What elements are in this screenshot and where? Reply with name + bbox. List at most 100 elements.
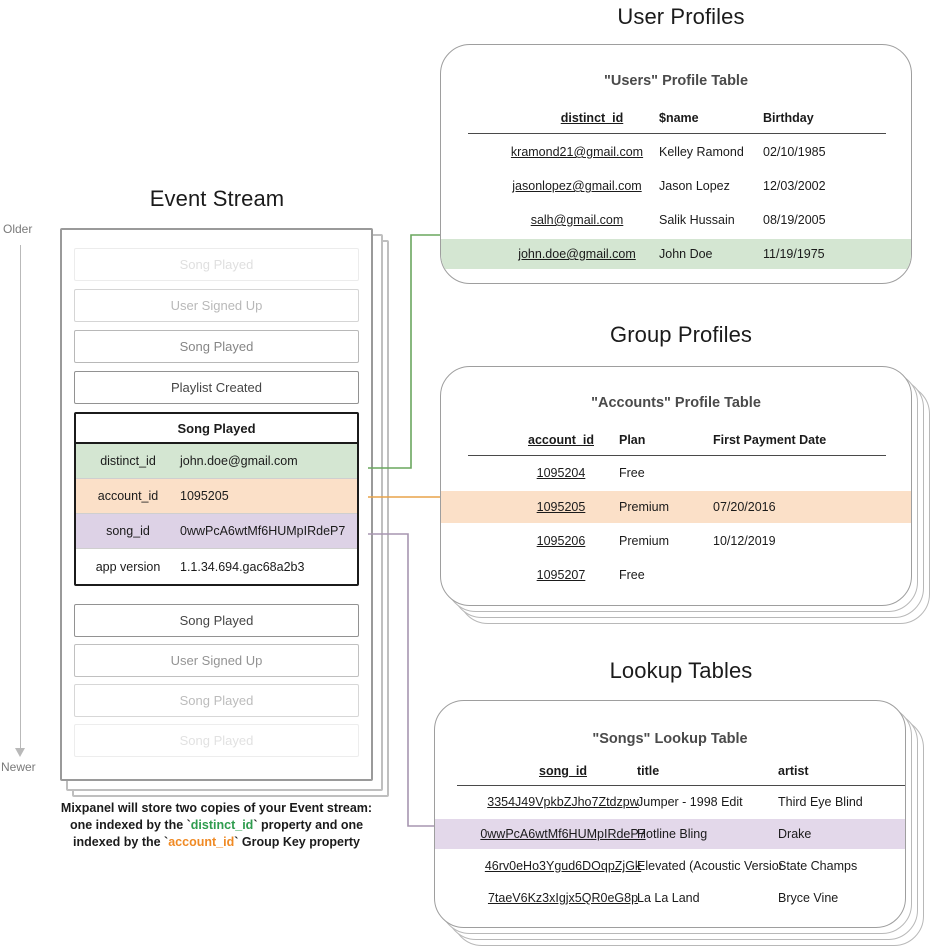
table-row-highlighted[interactable]: john.doe@gmail.com John Doe 11/19/1975 — [441, 239, 911, 269]
event-row[interactable]: Song Played — [74, 684, 359, 717]
page-title-event-stream: Event Stream — [149, 186, 285, 211]
user-profiles-card-stack: "Users" Profile Table distinct_id $name … — [440, 44, 912, 284]
cell-title: La La Land — [637, 891, 700, 905]
caption-line-3-prefix: indexed by the — [73, 835, 165, 849]
event-row[interactable]: Playlist Created — [74, 371, 359, 404]
cell-account-id: 1095206 — [536, 534, 586, 548]
event-label: User Signed Up — [170, 653, 263, 668]
table-row-highlighted[interactable]: 0wwPcA6wtMf6HUMpIRdeP7 Hotline Bling Dra… — [435, 819, 905, 849]
event-property-app-version[interactable]: app version 1.1.34.694.gac68a2b3 — [76, 549, 357, 584]
property-key: account_id — [97, 489, 159, 503]
table-row[interactable]: 7taeV6Kz3xIgjx5QR0eG8p La La Land Bryce … — [435, 883, 905, 913]
expanded-event-card[interactable]: Song Played distinct_id john.doe@gmail.c… — [74, 412, 359, 586]
column-header-title: title — [637, 764, 660, 778]
table-row[interactable]: kramond21@gmail.com Kelley Ramond 02/10/… — [441, 137, 911, 167]
event-stream-card: Song Played User Signed Up Song Played P… — [60, 228, 373, 781]
cell-distinct-id: jasonlopez@gmail.com — [512, 179, 642, 193]
column-header-first-payment-date: First Payment Date — [713, 433, 827, 447]
table-row[interactable]: 46rv0eHo3Ygud6DOqpZjGk Elevated (Acousti… — [435, 851, 905, 881]
cell-birthday: 12/03/2002 — [763, 179, 826, 193]
cell-name: Jason Lopez — [659, 179, 730, 193]
caption-line-2-suffix: property and one — [257, 818, 364, 832]
table-row[interactable]: 3354J49VpkbZJho7Ztdzpw Jumper - 1998 Edi… — [435, 787, 905, 817]
event-label: Song Played — [179, 613, 254, 628]
event-row[interactable]: Song Played — [74, 604, 359, 637]
songs-table-title: "Songs" Lookup Table — [592, 731, 748, 747]
cell-distinct-id: john.doe@gmail.com — [518, 247, 636, 261]
songs-table: song_id title artist 3354J49VpkbZJho7Ztd… — [435, 757, 905, 913]
cell-birthday: 11/19/1975 — [763, 247, 825, 261]
event-row[interactable]: Song Played — [74, 724, 359, 757]
table-header-row: distinct_id $name Birthday — [441, 103, 911, 133]
cell-birthday: 08/19/2005 — [763, 213, 826, 227]
accounts-profile-card: "Accounts" Profile Table account_id Plan… — [440, 366, 912, 606]
column-header-artist: artist — [778, 764, 809, 778]
event-row[interactable]: User Signed Up — [74, 289, 359, 322]
cell-artist: State Champs — [778, 859, 858, 873]
cell-title: Jumper - 1998 Edit — [637, 795, 743, 809]
songs-lookup-card: "Songs" Lookup Table song_id title artis… — [434, 700, 906, 928]
event-row[interactable]: Song Played — [74, 248, 359, 281]
table-row[interactable]: 1095206 Premium 10/12/2019 — [441, 525, 911, 557]
cell-distinct-id: kramond21@gmail.com — [510, 145, 644, 159]
cell-name: John Doe — [659, 247, 713, 261]
caption-line-1: Mixpanel will store two copies of your E… — [60, 801, 373, 815]
column-header-name: $name — [659, 111, 699, 125]
cell-account-id: 1095204 — [536, 466, 586, 480]
cell-first-payment-date: 10/12/2019 — [713, 534, 776, 548]
table-row[interactable]: salh@gmail.com Salik Hussain 08/19/2005 — [441, 205, 911, 235]
column-header-plan: Plan — [619, 433, 646, 447]
table-header-row: song_id title artist — [435, 757, 905, 785]
table-row-highlighted[interactable]: 1095205 Premium 07/20/2016 — [441, 491, 911, 523]
event-row[interactable]: Song Played — [74, 330, 359, 363]
diagram-caption: Mixpanel will store two copies of your E… — [30, 800, 403, 851]
cell-song-id: 0wwPcA6wtMf6HUMpIRdeP7 — [480, 827, 646, 841]
cell-first-payment-date: 07/20/2016 — [713, 500, 776, 514]
event-property-distinct-id[interactable]: distinct_id john.doe@gmail.com — [76, 444, 357, 479]
accounts-table: account_id Plan First Payment Date 10952… — [441, 425, 911, 591]
table-row[interactable]: 1095207 Free — [441, 559, 911, 591]
backtick-open: ` — [164, 835, 169, 849]
group-profiles-card-stack: "Accounts" Profile Table account_id Plan… — [440, 366, 930, 624]
property-value: 0wwPcA6wtMf6HUMpIRdeP7 — [180, 524, 346, 538]
page-title-lookup-tables: Lookup Tables — [609, 658, 753, 683]
cell-plan: Premium — [619, 534, 670, 548]
page-title-group-profiles: Group Profiles — [609, 322, 752, 347]
caption-line-2-prefix: one indexed by the — [69, 818, 187, 832]
cell-artist: Drake — [778, 827, 812, 841]
axis-label-older: Older — [3, 222, 33, 236]
table-row[interactable]: 1095204 Free — [441, 457, 911, 489]
cell-plan: Premium — [619, 500, 670, 514]
time-axis-line — [20, 245, 21, 750]
cell-artist: Third Eye Blind — [778, 795, 863, 809]
event-property-song-id[interactable]: song_id 0wwPcA6wtMf6HUMpIRdeP7 — [76, 514, 357, 549]
table-row[interactable]: jasonlopez@gmail.com Jason Lopez 12/03/2… — [441, 171, 911, 201]
cell-name: Salik Hussain — [659, 213, 735, 227]
page-title-user-profiles: User Profiles — [617, 4, 745, 29]
cell-song-id: 46rv0eHo3Ygud6DOqpZjGk — [484, 859, 642, 873]
event-property-account-id[interactable]: account_id 1095205 — [76, 479, 357, 514]
cell-account-id: 1095207 — [536, 568, 586, 582]
cell-plan: Free — [619, 568, 645, 582]
column-header-distinct-id: distinct_id — [560, 111, 624, 125]
header-divider — [468, 455, 886, 457]
cell-birthday: 02/10/1985 — [763, 145, 826, 159]
time-axis-arrow-icon — [15, 748, 25, 757]
column-header-birthday: Birthday — [763, 111, 814, 125]
caption-token-account-id: account_id — [168, 835, 235, 849]
event-label: Song Played — [179, 733, 254, 748]
cell-song-id: 7taeV6Kz3xIgjx5QR0eG8p — [487, 891, 639, 905]
event-row[interactable]: User Signed Up — [74, 644, 359, 677]
property-value: john.doe@gmail.com — [180, 454, 298, 468]
property-key: app version — [95, 559, 161, 574]
users-table: distinct_id $name Birthday kramond21@gma… — [441, 103, 911, 269]
event-label: Playlist Created — [170, 380, 263, 395]
header-divider — [468, 133, 886, 135]
cell-title: Elevated (Acoustic Version) — [637, 859, 782, 873]
cell-plan: Free — [619, 466, 645, 480]
users-table-title: "Users" Profile Table — [603, 73, 749, 89]
cell-song-id: 3354J49VpkbZJho7Ztdzpw — [487, 795, 639, 809]
lookup-tables-card-stack: "Songs" Lookup Table song_id title artis… — [434, 700, 924, 946]
header-divider — [457, 785, 905, 787]
